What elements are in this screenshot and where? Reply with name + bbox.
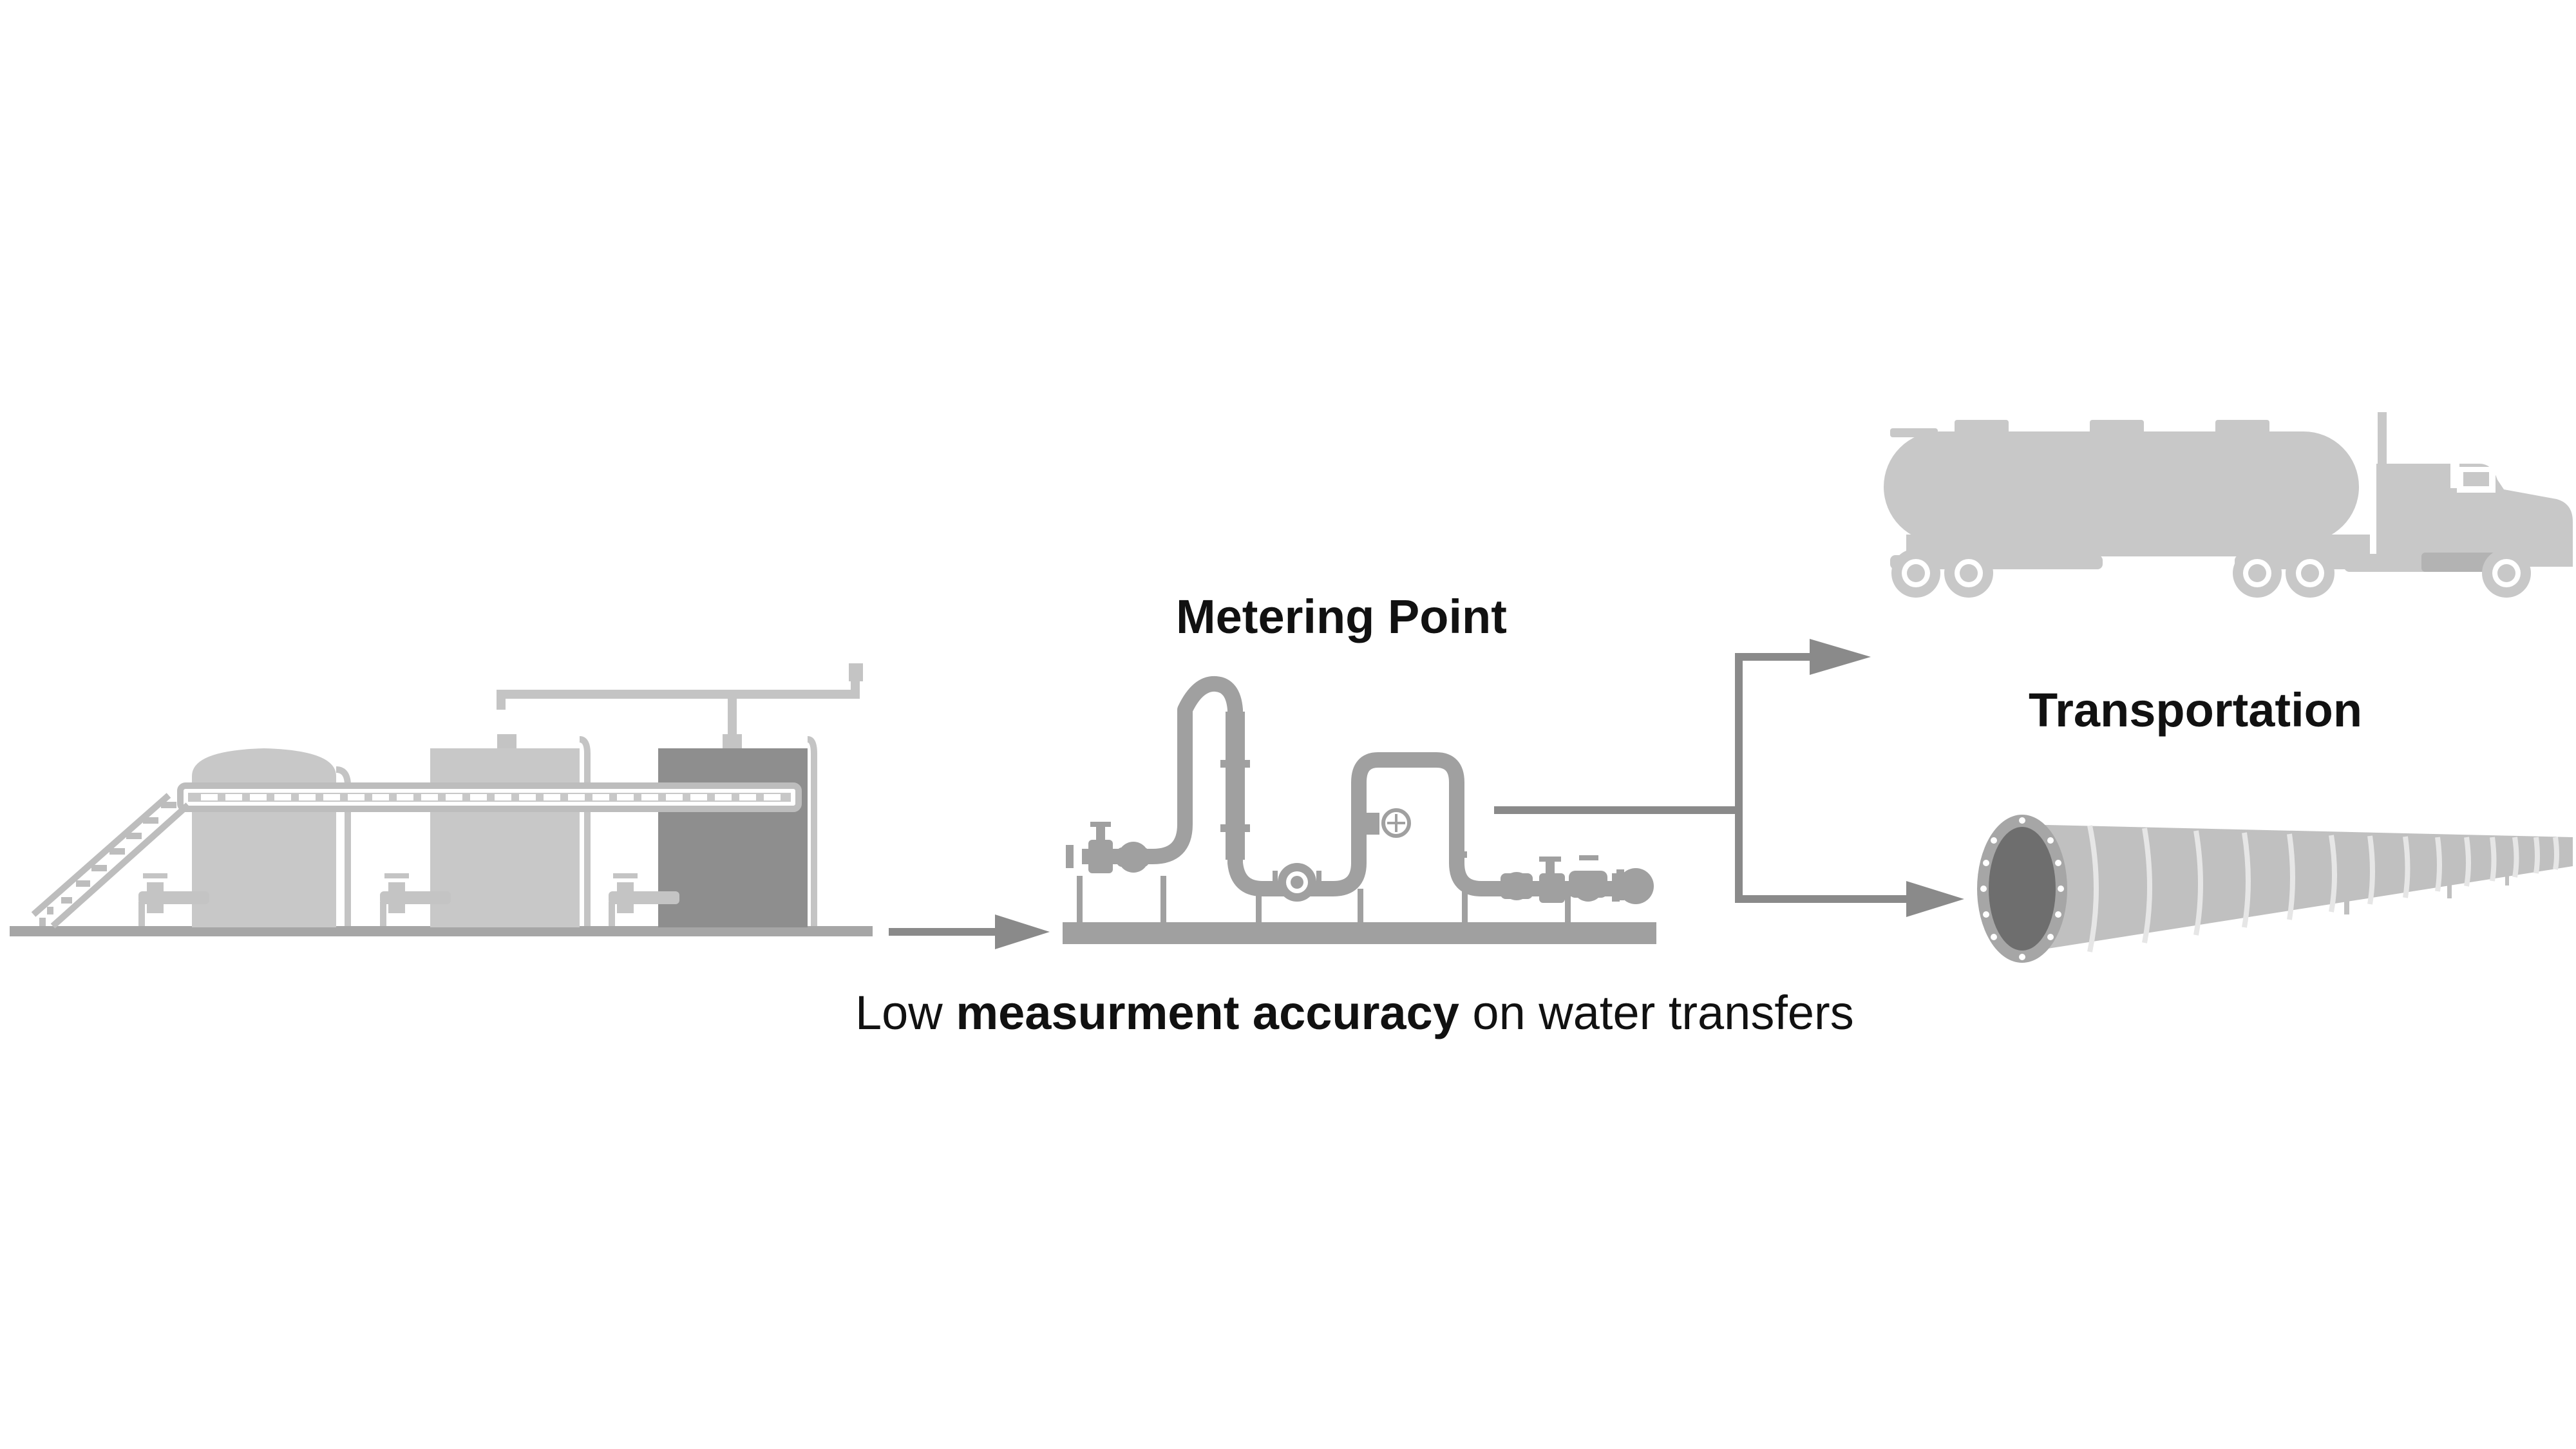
arrow-icon [1494, 639, 1964, 917]
caption-emphasis: measurment accuracy [956, 986, 1459, 1039]
tanker-tank [1884, 431, 2359, 542]
catwalk-windows [201, 794, 781, 800]
caption-prefix: Low [855, 986, 956, 1039]
pipe-body [2019, 824, 2573, 953]
transportation-label: Transportation [2029, 683, 2363, 737]
truck-wheels [1891, 549, 2531, 598]
metering-skid-icon [1063, 676, 1656, 944]
pipeline-icon [1977, 815, 2573, 963]
arrowhead-truck [1810, 639, 1871, 675]
skid-pipe [1082, 676, 1649, 896]
tank-3 [658, 748, 808, 927]
flow-meter [1273, 863, 1321, 902]
tanker-truck-icon [1884, 412, 2573, 598]
arrowhead-pipeline [1906, 881, 1964, 917]
skid-base [1063, 922, 1656, 944]
storage-tank-facility-icon [10, 663, 873, 936]
overhead-pipe [497, 667, 860, 710]
tank-2 [430, 748, 580, 927]
staircase [31, 793, 191, 929]
truck-cab [2376, 464, 2573, 567]
metering-point-label: Metering Point [1176, 590, 1507, 643]
facility-ground [10, 926, 873, 936]
tank-valves [138, 873, 679, 926]
arrow-icon [889, 914, 1050, 949]
caption-suffix: on water transfers [1459, 986, 1854, 1039]
pressure-gauge [1354, 808, 1411, 838]
tank-1 [192, 748, 336, 927]
caption: Low measurment accuracy on water transfe… [855, 985, 1854, 1040]
